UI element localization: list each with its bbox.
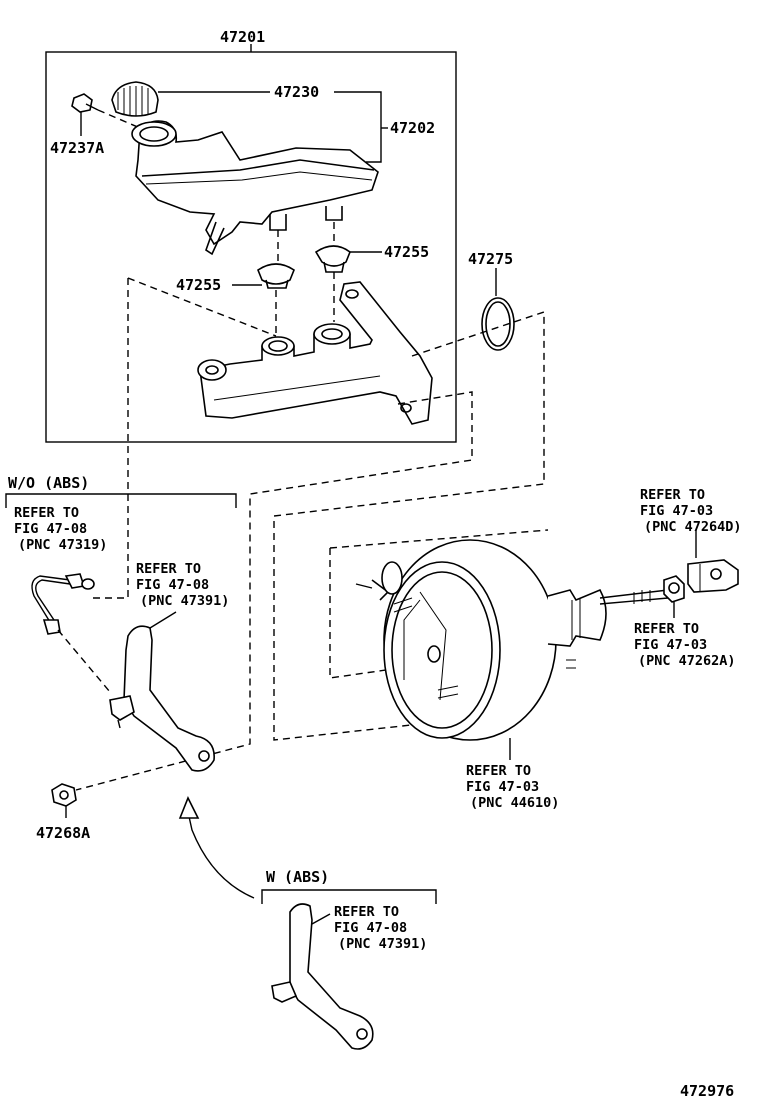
svg-text:(PNC 44610): (PNC 44610) — [470, 795, 559, 811]
diagram-id: 472976 — [680, 1082, 734, 1100]
group-wo-abs: W/O (ABS) — [8, 474, 89, 492]
svg-text:FIG 47-08: FIG 47-08 — [14, 521, 87, 537]
svg-text:(PNC 47264D): (PNC 47264D) — [644, 519, 742, 535]
reservoir-tank — [131, 120, 379, 256]
svg-text:REFER TO: REFER TO — [640, 487, 705, 503]
svg-text:(PNC 47391): (PNC 47391) — [140, 593, 229, 609]
svg-text:REFER TO: REFER TO — [334, 904, 399, 920]
brake-pipe — [31, 573, 95, 635]
clevis-47264d — [687, 559, 739, 593]
master-cylinder — [197, 281, 433, 425]
ref-pnc-44610: REFER TO FIG 47-03 (PNC 44610) — [466, 763, 559, 811]
bracket-wo-abs — [109, 625, 215, 772]
label-47268a: 47268A — [36, 824, 90, 842]
svg-text:FIG 47-03: FIG 47-03 — [466, 779, 539, 795]
group-w-abs: W (ABS) — [266, 868, 329, 886]
grommet-47255-right — [314, 245, 351, 273]
nut-47268a — [51, 783, 77, 807]
reservoir-cap — [111, 81, 159, 117]
svg-text:(PNC 47391): (PNC 47391) — [338, 936, 427, 952]
label-47230: 47230 — [274, 83, 319, 101]
nut-47262a — [663, 575, 685, 603]
brake-booster — [329, 529, 669, 741]
svg-text:REFER TO: REFER TO — [136, 561, 201, 577]
grommet-47255-left — [257, 263, 295, 289]
svg-text:FIG 47-08: FIG 47-08 — [334, 920, 407, 936]
svg-text:(PNC 47262A): (PNC 47262A) — [638, 653, 736, 669]
label-47275: 47275 — [468, 250, 513, 268]
ref-pnc-47264d: REFER TO FIG 47-03 (PNC 47264D) — [640, 487, 742, 535]
label-47255-right: 47255 — [384, 243, 429, 261]
svg-text:REFER TO: REFER TO — [14, 505, 79, 521]
svg-text:FIG 47-03: FIG 47-03 — [640, 503, 713, 519]
svg-text:FIG 47-08: FIG 47-08 — [136, 577, 209, 593]
ref-pnc-47391-a: REFER TO FIG 47-08 (PNC 47391) — [136, 561, 229, 609]
label-47255-left: 47255 — [176, 276, 221, 294]
ref-pnc-47262a: REFER TO FIG 47-03 (PNC 47262A) — [634, 621, 736, 669]
ref-pnc-47391-b: REFER TO FIG 47-08 (PNC 47391) — [334, 904, 427, 952]
ref-pnc-47319: REFER TO FIG 47-08 (PNC 47319) — [14, 505, 107, 553]
screw-47237a — [71, 93, 99, 113]
svg-text:(PNC 47319): (PNC 47319) — [18, 537, 107, 553]
label-47202: 47202 — [390, 119, 435, 137]
o-ring-47275 — [481, 297, 515, 351]
svg-text:FIG 47-03: FIG 47-03 — [634, 637, 707, 653]
svg-text:REFER TO: REFER TO — [634, 621, 699, 637]
label-47201: 47201 — [220, 28, 265, 46]
replacement-arrow — [178, 796, 255, 899]
bracket-w-abs — [271, 903, 374, 1050]
svg-text:REFER TO: REFER TO — [466, 763, 531, 779]
label-47237a: 47237A — [50, 139, 104, 157]
